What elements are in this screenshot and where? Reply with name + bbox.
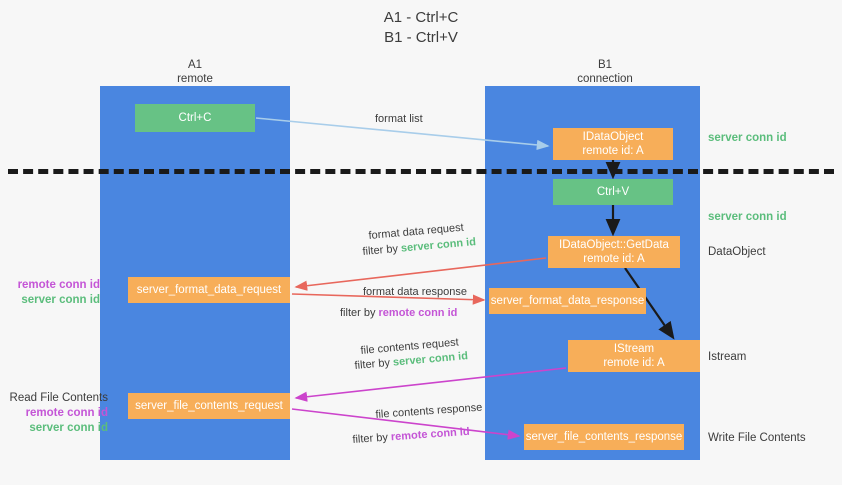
node-idataobject[interactable]: IDataObject remote id: A (553, 128, 673, 160)
annotation-remote-conn-id: remote conn id (25, 407, 108, 419)
lane-a1-sub: remote (177, 73, 213, 85)
annotation-istream: Istream (708, 351, 747, 363)
annotation-write-file-contents: Write File Contents (708, 432, 806, 444)
node-server-file-contents-response-label: server_file_contents_response (525, 431, 683, 443)
edge-label-file-contents-response-filter: filter by remote conn id (352, 425, 470, 447)
node-server-format-data-request-label: server_format_data_request (136, 284, 282, 296)
annotation-left-conn-ids-1: remote conn id server conn id (8, 278, 100, 308)
filter-prefix: filter by (340, 307, 379, 319)
annotation-read-file-contents: Read File Contents (9, 392, 108, 404)
annotation-server-conn-id-top: server conn id (708, 132, 787, 144)
node-ctrl-v[interactable]: Ctrl+V (553, 179, 673, 205)
annotation-dataobject: DataObject (708, 246, 766, 258)
filter-prefix: filter by (362, 242, 402, 258)
filter-value-remote-conn-id: remote conn id (390, 425, 470, 444)
lane-b1-sub: connection (577, 73, 633, 85)
annotation-server-conn-id: server conn id (29, 422, 108, 434)
diagram-title: A1 - Ctrl+C B1 - Ctrl+V (0, 8, 842, 48)
node-server-format-data-request[interactable]: server_format_data_request (128, 277, 290, 303)
lane-b1-name: B1 (597, 59, 613, 71)
filter-prefix: filter by (352, 431, 392, 446)
node-server-file-contents-response[interactable]: server_file_contents_response (524, 424, 684, 450)
node-idataobject-subtitle: remote id: A (582, 145, 644, 157)
node-server-file-contents-request[interactable]: server_file_contents_request (128, 393, 290, 419)
annotation-server-conn-id-mid: server conn id (708, 211, 787, 223)
node-ctrl-c-label: Ctrl+C (178, 112, 212, 124)
title-line-2: B1 - Ctrl+V (384, 29, 458, 46)
phase-separator (8, 169, 834, 174)
node-getdata-label: IDataObject::GetData (559, 239, 669, 251)
node-istream[interactable]: IStream remote id: A (568, 340, 700, 372)
node-idataobject-label: IDataObject (582, 131, 644, 143)
edge-label-format-list: format list (375, 113, 423, 125)
lane-header-b1: B1 connection (545, 58, 665, 86)
node-istream-label: IStream (613, 343, 655, 355)
node-getdata-subtitle: remote id: A (583, 253, 645, 265)
node-ctrl-c[interactable]: Ctrl+C (135, 104, 255, 132)
lane-a1-name: A1 (187, 59, 203, 71)
filter-prefix: filter by (354, 356, 394, 372)
node-server-format-data-response-label: server_format_data_response (490, 295, 645, 307)
title-line-1: A1 - Ctrl+C (383, 9, 459, 26)
filter-value-remote-conn-id: remote conn id (378, 307, 458, 319)
annotation-left-conn-ids-2: Read File Contents remote conn id server… (8, 391, 108, 436)
edge-label-format-data-response-filter: filter by remote conn id (340, 306, 457, 320)
annotation-server-conn-id: server conn id (21, 294, 100, 306)
edge-label-format-data-response: format data response (363, 286, 467, 298)
node-server-file-contents-request-label: server_file_contents_request (135, 400, 283, 412)
node-istream-subtitle: remote id: A (603, 357, 665, 369)
annotation-remote-conn-id: remote conn id (17, 279, 100, 291)
edge-label-file-contents-response: file contents response (375, 401, 483, 421)
node-server-format-data-response[interactable]: server_format_data_response (489, 288, 646, 314)
node-ctrl-v-label: Ctrl+V (596, 186, 630, 198)
node-idataobject-getdata[interactable]: IDataObject::GetData remote id: A (548, 236, 680, 268)
lane-header-a1: A1 remote (135, 58, 255, 86)
